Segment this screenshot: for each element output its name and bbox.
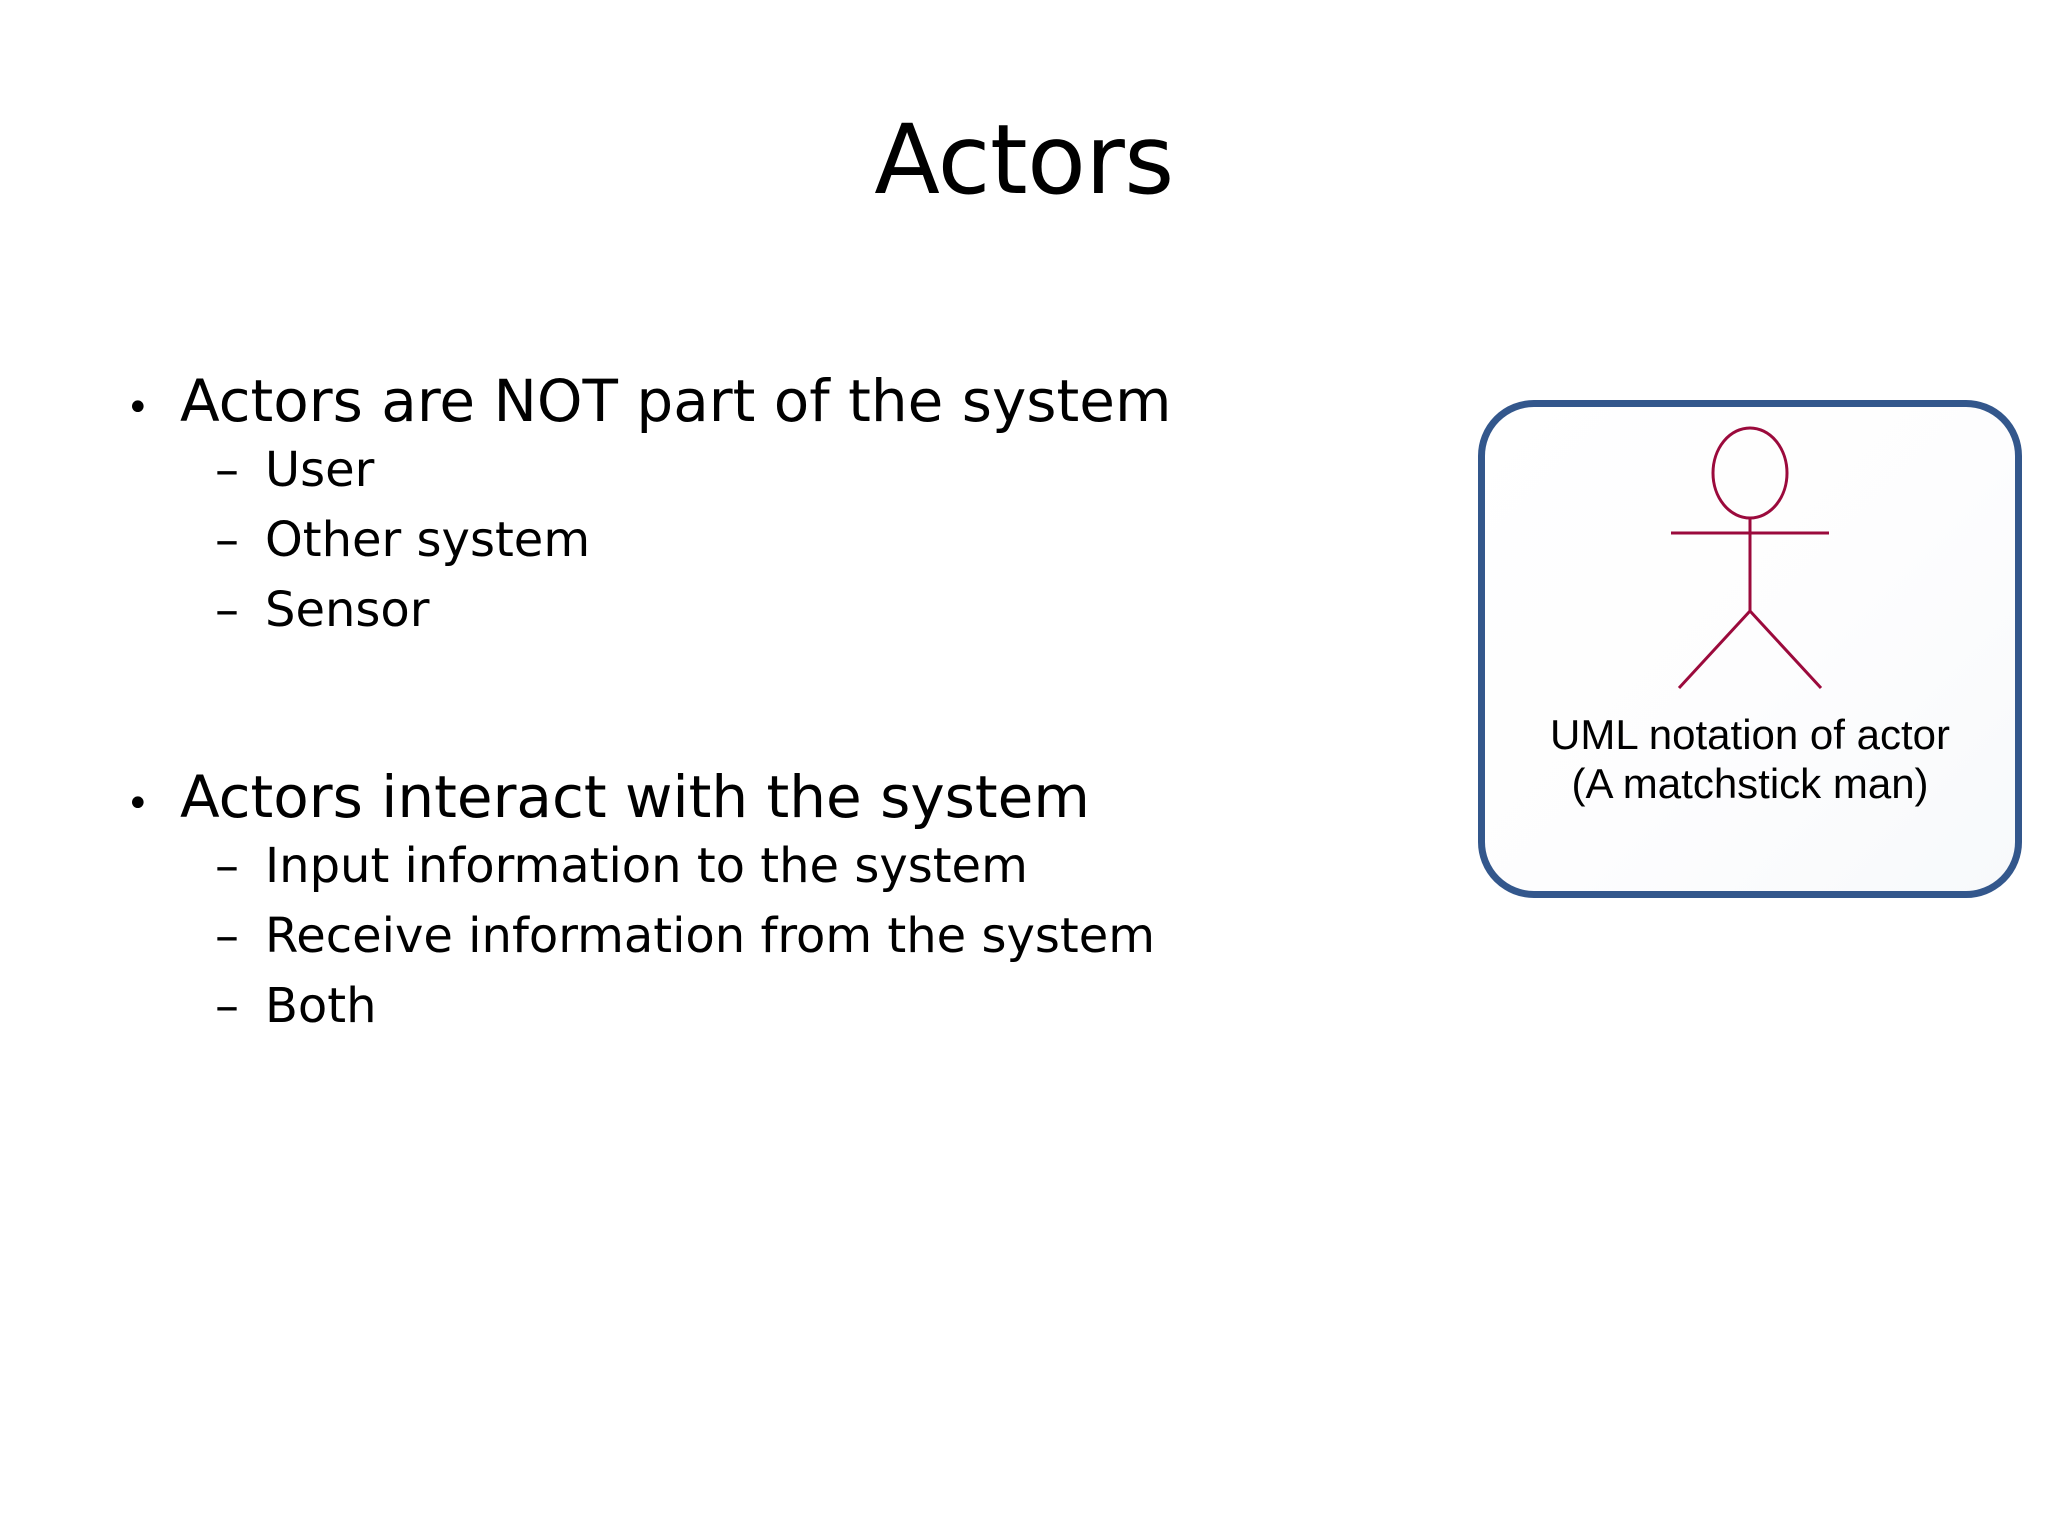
bullet-dash-icon: – — [215, 512, 239, 568]
bullet-dash-icon: – — [215, 582, 239, 638]
bullet-level1-item: • Actors are NOT part of the system — [110, 372, 1400, 430]
bullet-group-1: • Actors are NOT part of the system – Us… — [110, 372, 1400, 634]
page-title: Actors — [874, 104, 1174, 216]
bullet-group-2: • Actors interact with the system – Inpu… — [110, 768, 1400, 1030]
bullet-level2-label: Receive information from the system — [265, 908, 1155, 964]
bullet-level1-label: Actors interact with the system — [180, 763, 1090, 831]
uml-caption-line-1: UML notation of actor — [1550, 711, 1950, 758]
bullet-dash-icon: – — [215, 838, 239, 894]
bullet-level2-label: Other system — [265, 512, 591, 568]
actor-head-icon — [1711, 426, 1789, 520]
bullet-level2-item: – User — [110, 446, 1400, 494]
bullet-level2-item: – Both — [110, 982, 1400, 1030]
bullet-level2-item: – Sensor — [110, 586, 1400, 634]
bullet-dot-icon: • — [126, 385, 150, 431]
bullet-level2-item: – Receive information from the system — [110, 912, 1400, 960]
bullet-level2-label: User — [265, 442, 375, 498]
bullet-dash-icon: – — [215, 908, 239, 964]
group-spacer — [110, 656, 1400, 768]
uml-actor-stick-figure-icon — [1671, 426, 1829, 690]
bullet-level1-label: Actors are NOT part of the system — [180, 367, 1172, 435]
actor-left-leg-icon — [1677, 609, 1752, 690]
actor-right-leg-icon — [1748, 609, 1823, 690]
uml-caption-line-2: (A matchstick man) — [1571, 759, 1929, 807]
bullet-level2-item: – Input information to the system — [110, 842, 1400, 890]
bullet-level2-label: Sensor — [265, 582, 430, 638]
bullet-dot-icon: • — [126, 781, 150, 827]
uml-card-caption: UML notation of actor (A matchstick man) — [1485, 711, 2015, 808]
bullet-dash-icon: – — [215, 442, 239, 498]
bullet-level2-label: Input information to the system — [265, 838, 1028, 894]
slide-body: • Actors are NOT part of the system – Us… — [110, 372, 1400, 1052]
uml-actor-card: UML notation of actor (A matchstick man) — [1478, 400, 2022, 898]
bullet-level2-label: Both — [265, 978, 377, 1034]
bullet-level1-item: • Actors interact with the system — [110, 768, 1400, 826]
bullet-level2-item: – Other system — [110, 516, 1400, 564]
bullet-dash-icon: – — [215, 978, 239, 1034]
